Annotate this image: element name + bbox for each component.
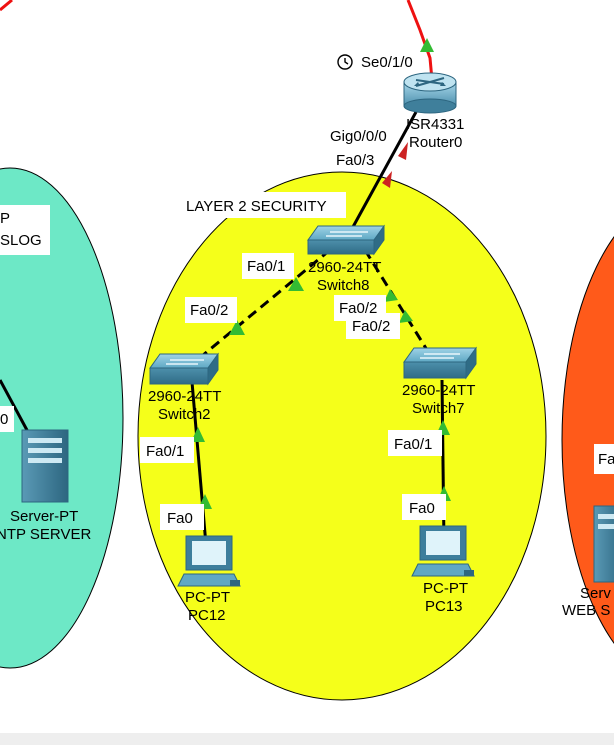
port-label-fa02-sw2: Fa0/2 [190, 302, 228, 319]
port-down-indicator [382, 171, 392, 188]
bottom-scrollbar-area[interactable] [0, 733, 614, 745]
switch2-model-label: 2960-24TT [148, 388, 221, 405]
switch8-name-label: Switch8 [317, 277, 370, 294]
switch2-icon[interactable] [149, 352, 219, 386]
ntp-server-model-label: Server-PT [10, 508, 78, 525]
router-name-label: Router0 [409, 134, 462, 151]
port-label-fa01-sw2: Fa0/1 [146, 443, 184, 460]
port-label-box [160, 504, 204, 530]
pc13-model-label: PC-PT [423, 580, 468, 597]
link-switch8-switch7 [363, 249, 434, 359]
switch8-model-label: 2960-24TT [308, 259, 381, 276]
port-label-box [346, 313, 400, 339]
port-up-indicator [229, 320, 245, 335]
switch7-icon[interactable] [403, 346, 477, 380]
port-label-gig000: Gig0/0/0 [330, 128, 387, 145]
port-label-se010: Se0/1/0 [361, 54, 413, 71]
port-label-box [242, 253, 294, 279]
switch2-name-label: Switch2 [158, 406, 211, 423]
pc12-name-label: PC12 [188, 607, 226, 624]
pc13-name-label: PC13 [425, 598, 463, 615]
port-label-fa0-pc13: Fa0 [409, 500, 435, 517]
pc12-icon[interactable] [177, 535, 241, 587]
left-label-box [0, 205, 50, 255]
router-icon[interactable] [403, 72, 457, 114]
link-router-switch8 [346, 111, 418, 237]
ntp-server-icon[interactable] [21, 429, 69, 503]
web-server-name-label: WEB S [562, 602, 610, 619]
clock-icon [337, 54, 353, 70]
port-label-fa02-sw8: Fa0/2 [339, 300, 377, 317]
port-label-box [594, 444, 614, 474]
port-up-indicator [384, 289, 398, 302]
port-label-right-partial: Fa [598, 451, 614, 468]
zone-title-box [180, 192, 346, 218]
port-label-box [185, 297, 237, 323]
zone-title: LAYER 2 SECURITY [186, 198, 327, 215]
port-label-fa02-sw7: Fa0/2 [352, 318, 390, 335]
serial-link-left [0, 0, 13, 12]
port-down-indicator [398, 142, 408, 160]
port-label-box [0, 406, 14, 432]
port-up-indicator [191, 427, 205, 442]
port-label-fa03: Fa0/3 [336, 152, 374, 169]
port-label-fa01-sw8: Fa0/1 [247, 258, 285, 275]
pc12-model-label: PC-PT [185, 589, 230, 606]
web-server-model-label: Serv [580, 585, 611, 602]
zone-left [0, 167, 124, 669]
port-label-box [140, 437, 194, 463]
left-zone-label-2: SLOG [0, 232, 42, 249]
pc13-icon[interactable] [411, 525, 475, 577]
port-label-fa01-sw7: Fa0/1 [394, 436, 432, 453]
ntp-server-name-label: NTP SERVER [0, 526, 91, 543]
switch8-icon[interactable] [307, 224, 385, 256]
port-up-indicator [288, 277, 304, 291]
port-up-indicator [399, 310, 413, 323]
web-server-icon[interactable] [593, 505, 614, 583]
router-model-label: ISR4331 [406, 116, 464, 133]
left-zone-label-1: P [0, 210, 10, 227]
port-label-box [388, 430, 442, 456]
switch7-model-label: 2960-24TT [402, 382, 475, 399]
port-label-left-partial: 0 [0, 411, 8, 428]
switch7-name-label: Switch7 [412, 400, 465, 417]
port-up-indicator [420, 38, 434, 52]
port-label-box [402, 494, 446, 520]
port-label-fa0-pc12: Fa0 [167, 510, 193, 527]
